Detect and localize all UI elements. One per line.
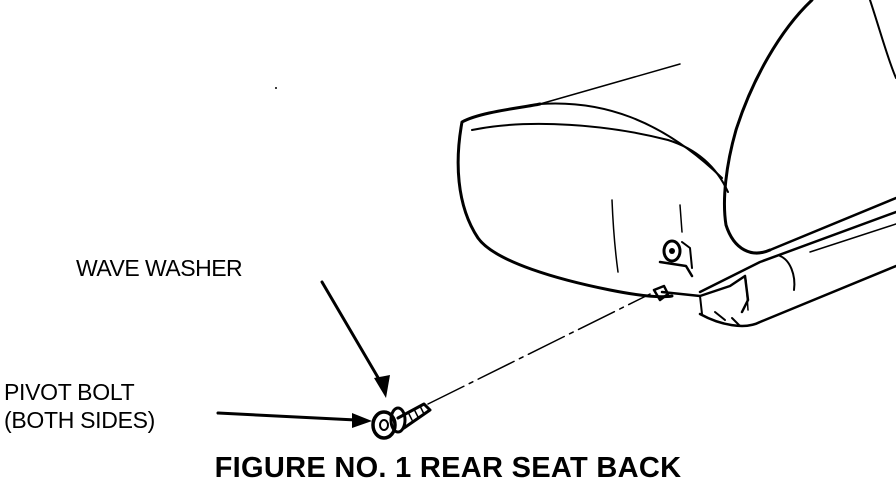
seat-cushion (456, 63, 729, 299)
pivot-bolt-hardware (371, 402, 432, 440)
bolt-alignment-line (427, 293, 651, 405)
figure-caption: FIGURE NO. 1 REAR SEAT BACK (214, 452, 682, 484)
seat-frame-rail (660, 210, 896, 328)
wave-washer-label: WAVE WASHER (76, 255, 243, 281)
pivot-stud (658, 239, 694, 278)
bolt-hole (652, 284, 670, 302)
print-speck (275, 87, 277, 89)
seat-back (723, 0, 896, 255)
leader-arrows (216, 280, 390, 428)
pivot-bolt-label-line2: (BOTH SIDES) (4, 407, 156, 433)
pivot-bolt-label: PIVOT BOLT (BOTH SIDES) (4, 378, 155, 434)
pivot-bolt-label-line1: PIVOT BOLT (4, 379, 135, 405)
